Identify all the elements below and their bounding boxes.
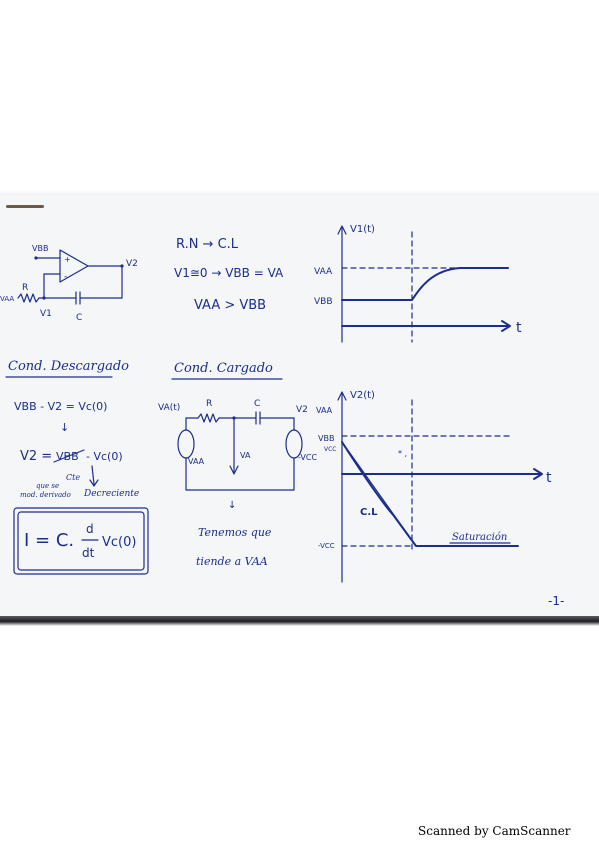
graph-v2-level-vaa: VAA: [316, 406, 333, 415]
formula-box-inner: [17, 511, 145, 571]
discharged-arrow: ↓: [60, 421, 69, 434]
eq-line-2: V1≅0 → VBB = VA: [174, 266, 284, 280]
scanner-footer: Scanned by CamScanner: [418, 824, 571, 838]
charged-title: Cond. Cargado: [174, 361, 273, 376]
discharged-eq-2-left: V2 =: [20, 449, 52, 464]
page-number: -1-: [548, 594, 564, 608]
discharged-title: Cond. Descargado: [8, 359, 129, 374]
formula-denominator: dt: [82, 546, 95, 560]
charged-label-c: C: [254, 399, 260, 409]
charged-wire-bottom: [185, 457, 295, 491]
note-mod: mod. derivado: [20, 491, 71, 499]
discharged-cross-out: [53, 449, 85, 463]
graph-v1-xarrow: [501, 320, 511, 332]
graph-v1: V1(t) t VAA VBB: [314, 224, 522, 343]
charged-label-v1t: VA(t): [158, 403, 180, 413]
charged-label-va: VA: [240, 451, 251, 460]
charged-label-r: R: [206, 399, 212, 409]
note-decreciente: Decreciente: [83, 489, 139, 499]
graph-v1-yarrow: [337, 225, 347, 235]
graph-v2-yarrow: [337, 391, 347, 401]
charged-note-1: Tenemos que: [198, 526, 272, 539]
equations: R.N → C.L V1≅0 → VBB = VA VAA > VBB: [174, 237, 284, 313]
graph-v2-curve-label: C.L: [360, 507, 378, 518]
label-v1: V1: [40, 309, 52, 319]
charged-label-vcc: -VCC: [298, 453, 317, 462]
graph-v2-star-mark: * ,: [398, 449, 407, 458]
graph-v1-level-high: VAA: [314, 267, 333, 277]
section-charged: Cond. Cargado VA(t) R C V2 VA VAA -VCC ↓…: [158, 361, 317, 568]
graph-v1-ylabel: V1(t): [350, 224, 375, 235]
graph-v1-curve: [341, 267, 509, 301]
charged-note-2: tiende a VAA: [196, 555, 268, 568]
page-edge-bottom: [0, 616, 599, 626]
opamp-circuit: + - VBB V2 C V1 R VAA: [0, 244, 138, 323]
discharged-note-arrow: [89, 465, 99, 487]
opamp-plus: +: [64, 255, 71, 264]
graph-v1-xlabel: t: [516, 320, 522, 336]
graph-v2-ylabel: V2(t): [350, 390, 375, 401]
eq-line-3: VAA > VBB: [194, 298, 266, 313]
graph-v2-straight: [341, 441, 417, 547]
graph-v2-level-vbb: VBB: [318, 434, 334, 443]
note-cte: Cte: [66, 473, 80, 482]
charged-label-vaa: VAA: [188, 457, 205, 466]
eq-line-1: R.N → C.L: [176, 237, 239, 252]
graph-v2-xarrow: [533, 468, 543, 480]
charged-source-left: [177, 429, 195, 459]
node-vbb: [34, 256, 38, 260]
discharged-eq-2-right: - Vc(0): [86, 450, 123, 463]
graph-v2-level-vcc: VCC: [324, 446, 336, 453]
formula-left: I = C.: [24, 530, 74, 551]
graph-v2-saturation: Saturación: [452, 532, 507, 543]
charged-resistor: [197, 413, 220, 423]
graph-v2-xlabel: t: [546, 470, 552, 486]
label-vaa-input: VAA: [0, 295, 14, 303]
charged-arrow: ↓: [228, 500, 236, 511]
label-r: R: [22, 283, 28, 293]
graph-v2-level-neg: -VCC: [318, 542, 335, 550]
graph-v1-level-low: VBB: [314, 297, 333, 307]
page-edge-top: [0, 190, 599, 198]
discharged-eq-1: VBB - V2 = Vc(0): [14, 400, 107, 413]
corner-mark: [6, 205, 44, 208]
note-que: que se: [36, 482, 59, 490]
charged-va-arrowhead: [229, 465, 239, 475]
graph-v2-curve: [341, 441, 519, 547]
label-v2: V2: [126, 259, 138, 269]
charged-label-v2: V2: [296, 405, 308, 415]
label-c: C: [76, 313, 82, 323]
label-vbb: VBB: [32, 244, 48, 253]
resistor-r: [17, 293, 45, 303]
formula-numerator: d: [86, 522, 94, 536]
opamp-triangle: [59, 249, 89, 283]
formula-box-outer: [13, 507, 149, 575]
section-discharged: Cond. Descargado VBB - V2 = Vc(0) ↓ V2 =…: [5, 359, 149, 575]
graph-v2: V2(t) VAA VBB VCC -VCC t * , C.L Saturac…: [316, 390, 552, 583]
formula-right: Vc(0): [102, 535, 136, 550]
node-v2: [120, 264, 124, 268]
opamp-minus: -: [64, 272, 67, 282]
